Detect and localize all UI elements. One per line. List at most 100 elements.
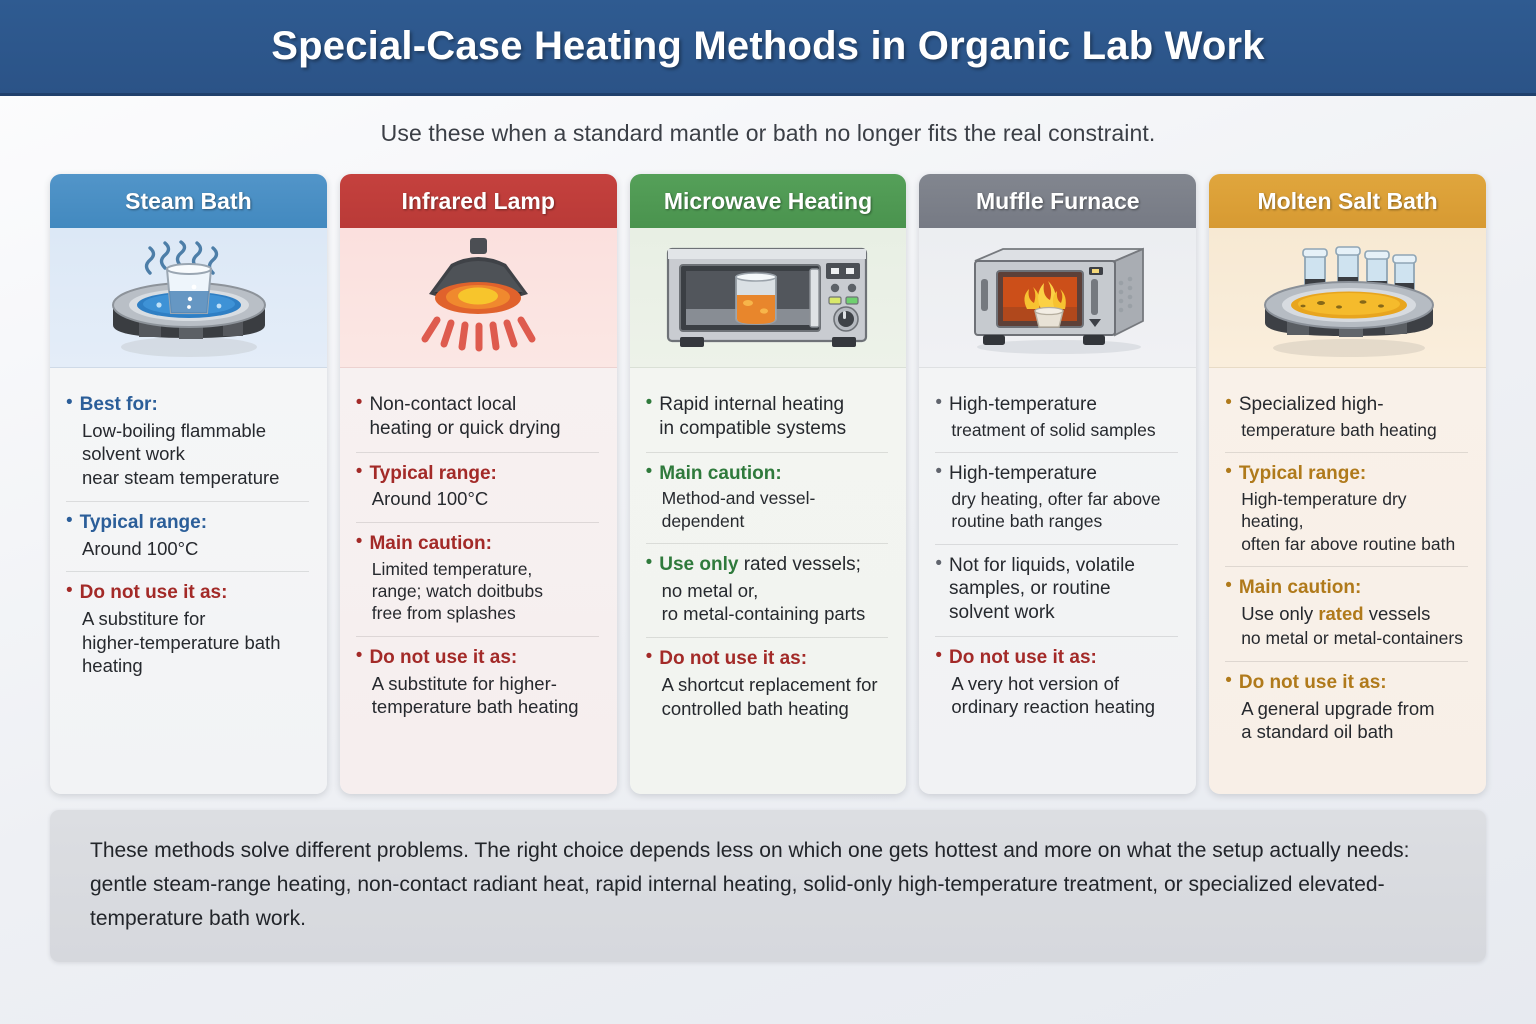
block-use-case: • Specialized high- temperature bath heat…: [1225, 384, 1468, 452]
block-do-not-use: • Do not use it as: A substiture for high…: [66, 571, 309, 689]
block-desc: A shortcut replacement for controlled ba…: [661, 673, 878, 719]
block-typical-range: • Typical range: Around 100°C: [66, 500, 309, 571]
infrared-lamp-illustration: [339, 228, 617, 368]
bullet-icon: •: [66, 392, 73, 413]
card-title-molten-salt-bath: Molten Salt Bath: [1209, 174, 1486, 228]
block-desc: Low-boiling flammable solvent work near …: [82, 419, 280, 489]
block-desc: A general upgrade from a standard oil ba…: [1241, 697, 1435, 743]
muffle-furnace-icon: [974, 247, 1145, 354]
page-subtitle: Use these when a standard mantle or bath…: [380, 120, 1156, 146]
summary-panel: These methods solve different problems. …: [50, 810, 1486, 963]
block-label: Best for:: [79, 394, 158, 415]
bullet-icon: •: [645, 392, 653, 413]
bullet-icon: •: [355, 460, 363, 482]
molten-salt-bath-illustration: [1209, 228, 1486, 368]
molten-salt-bath-icon: [1263, 246, 1434, 357]
block-typical-range: • Typical range: Around 100°C: [355, 451, 599, 522]
bullet-icon: •: [66, 509, 73, 531]
bullet-icon: •: [355, 644, 363, 666]
block-limitation: • Not for liquids, volatile samples, or r…: [935, 543, 1179, 636]
infrared-lamp-icon: [421, 237, 536, 351]
card-body-infrared-lamp: • Non-contact local heating or quick dryi…: [339, 368, 617, 794]
pre-accent-text: Use only: [1241, 602, 1319, 624]
card-infrared-lamp[interactable]: Infrared Lamp: [339, 174, 617, 794]
card-body-muffle-furnace: • High-temperature treatment of solid sam…: [919, 368, 1197, 794]
bullet-icon: •: [935, 461, 943, 483]
block-desc: A substitute for higher- temperature bat…: [371, 672, 579, 718]
accent-phrase: Use only: [659, 554, 739, 576]
post-accent-text: vessels: [1363, 602, 1431, 624]
block-main-caution: •Main caution: Method-and vessel-depende…: [645, 451, 889, 544]
block-desc: Limited temperature, range; watch doitbu…: [371, 558, 544, 624]
block-lead-text: Rapid internal heating in compatible sys…: [659, 394, 847, 439]
card-title-infrared-lamp: Infrared Lamp: [339, 174, 617, 228]
card-molten-salt-bath[interactable]: Molten Salt Bath: [1209, 174, 1486, 794]
block-desc: A substiture for higher-temperature bath…: [82, 607, 281, 677]
block-lead-text: Not for liquids, volatile samples, or ro…: [949, 554, 1135, 624]
block-lead-text: Non-contact local heating or quick dryin…: [369, 394, 561, 439]
block-desc: treatment of solid samples: [951, 419, 1156, 440]
block-label: Typical range:: [1238, 463, 1367, 485]
block-desc: no metal or, ro metal-containing parts: [661, 579, 866, 625]
bullet-icon: •: [935, 392, 943, 413]
block-label: Typical range:: [369, 462, 497, 484]
block-lead-text: Specialized high-: [1238, 394, 1384, 415]
block-do-not-use: •Do not use it as: A substitute for high…: [355, 635, 599, 730]
bullet-icon: •: [935, 644, 943, 666]
card-body-microwave-heating: • Rapid internal heating in compatible sy…: [629, 368, 907, 794]
block-label: Do not use it as:: [79, 582, 228, 604]
lead-rest: rated vessels;: [738, 554, 861, 576]
block-use-case: • Non-contact local heating or quick dryi…: [356, 384, 599, 452]
block-do-not-use: •Do not use it as: A shortcut replacemen…: [645, 637, 889, 731]
bullet-icon: •: [1225, 669, 1232, 691]
block-label: Typical range:: [79, 511, 208, 533]
microwave-icon: [667, 247, 868, 347]
card-muffle-furnace[interactable]: Muffle Furnace: [919, 174, 1197, 794]
bullet-icon: •: [355, 530, 363, 552]
block-desc: dry heating, ofter far above routine bat…: [951, 488, 1161, 532]
block-use-case: • Rapid internal heating in compatible sy…: [646, 384, 889, 452]
bullet-icon: •: [935, 552, 943, 574]
bullet-icon: •: [1225, 461, 1232, 483]
page-title: Special-Case Heating Methods in Organic …: [271, 24, 1265, 68]
block-do-not-use: • Do not use it as: A very hot version of…: [935, 635, 1179, 730]
block-desc: Around 100°C: [371, 488, 489, 510]
block-do-not-use: •Do not use it as: A general upgrade fro…: [1225, 660, 1468, 755]
page-header-bar: Special-Case Heating Methods in Organic …: [0, 0, 1536, 96]
block-use-case: • High-temperature treatment of solid sam…: [935, 384, 1178, 452]
block-typical-range: • Typical range: High-temperature dry hea…: [1225, 452, 1468, 566]
method-card-grid: Steam Bath: [0, 157, 1536, 794]
block-desc: no metal or metal-containers: [1241, 628, 1463, 649]
bullet-icon: •: [66, 580, 73, 602]
block-desc: High-temperature dry heating, often far …: [1241, 488, 1456, 554]
bullet-icon: •: [355, 392, 363, 413]
microwave-illustration: [629, 228, 907, 368]
bullet-icon: •: [1225, 392, 1232, 413]
block-best-for: • Best for: Low-boiling flammable solvent…: [66, 384, 309, 501]
card-microwave-heating[interactable]: Microwave Heating: [629, 174, 907, 794]
bullet-icon: •: [645, 552, 653, 574]
block-label: Main caution:: [1238, 577, 1362, 599]
steam-bath-illustration: [50, 228, 327, 368]
block-desc: A very hot version of ordinary reaction …: [951, 672, 1156, 718]
block-desc: Method-and vessel-dependent: [661, 488, 816, 531]
block-label: Main caution:: [659, 462, 782, 484]
card-title-microwave-heating: Microwave Heating: [629, 174, 907, 228]
block-desc: temperature bath heating: [1241, 419, 1437, 440]
steam-bath-icon: [112, 240, 267, 357]
card-steam-bath[interactable]: Steam Bath: [50, 174, 327, 794]
block-desc: Around 100°C: [82, 537, 199, 559]
block-label: Do not use it as:: [949, 646, 1097, 668]
block-lead-text: High-temperature: [949, 463, 1097, 485]
block-desc-accented: Use only rated vessels: [1225, 602, 1468, 626]
block-vessel-requirement: • Use only rated vessels; no metal or, r…: [645, 543, 889, 637]
summary-text: These methods solve different problems. …: [90, 839, 1410, 931]
block-lead-text: High-temperature: [949, 394, 1097, 415]
muffle-furnace-illustration: [919, 228, 1197, 368]
block-main-caution: • Main caution: Limited temperature, rang…: [355, 521, 599, 636]
card-body-molten-salt-bath: • Specialized high- temperature bath heat…: [1209, 368, 1486, 794]
bullet-icon: •: [645, 646, 653, 668]
block-label: Main caution:: [369, 532, 492, 554]
card-body-steam-bath: • Best for: Low-boiling flammable solvent…: [50, 368, 327, 794]
card-title-steam-bath: Steam Bath: [50, 174, 327, 228]
